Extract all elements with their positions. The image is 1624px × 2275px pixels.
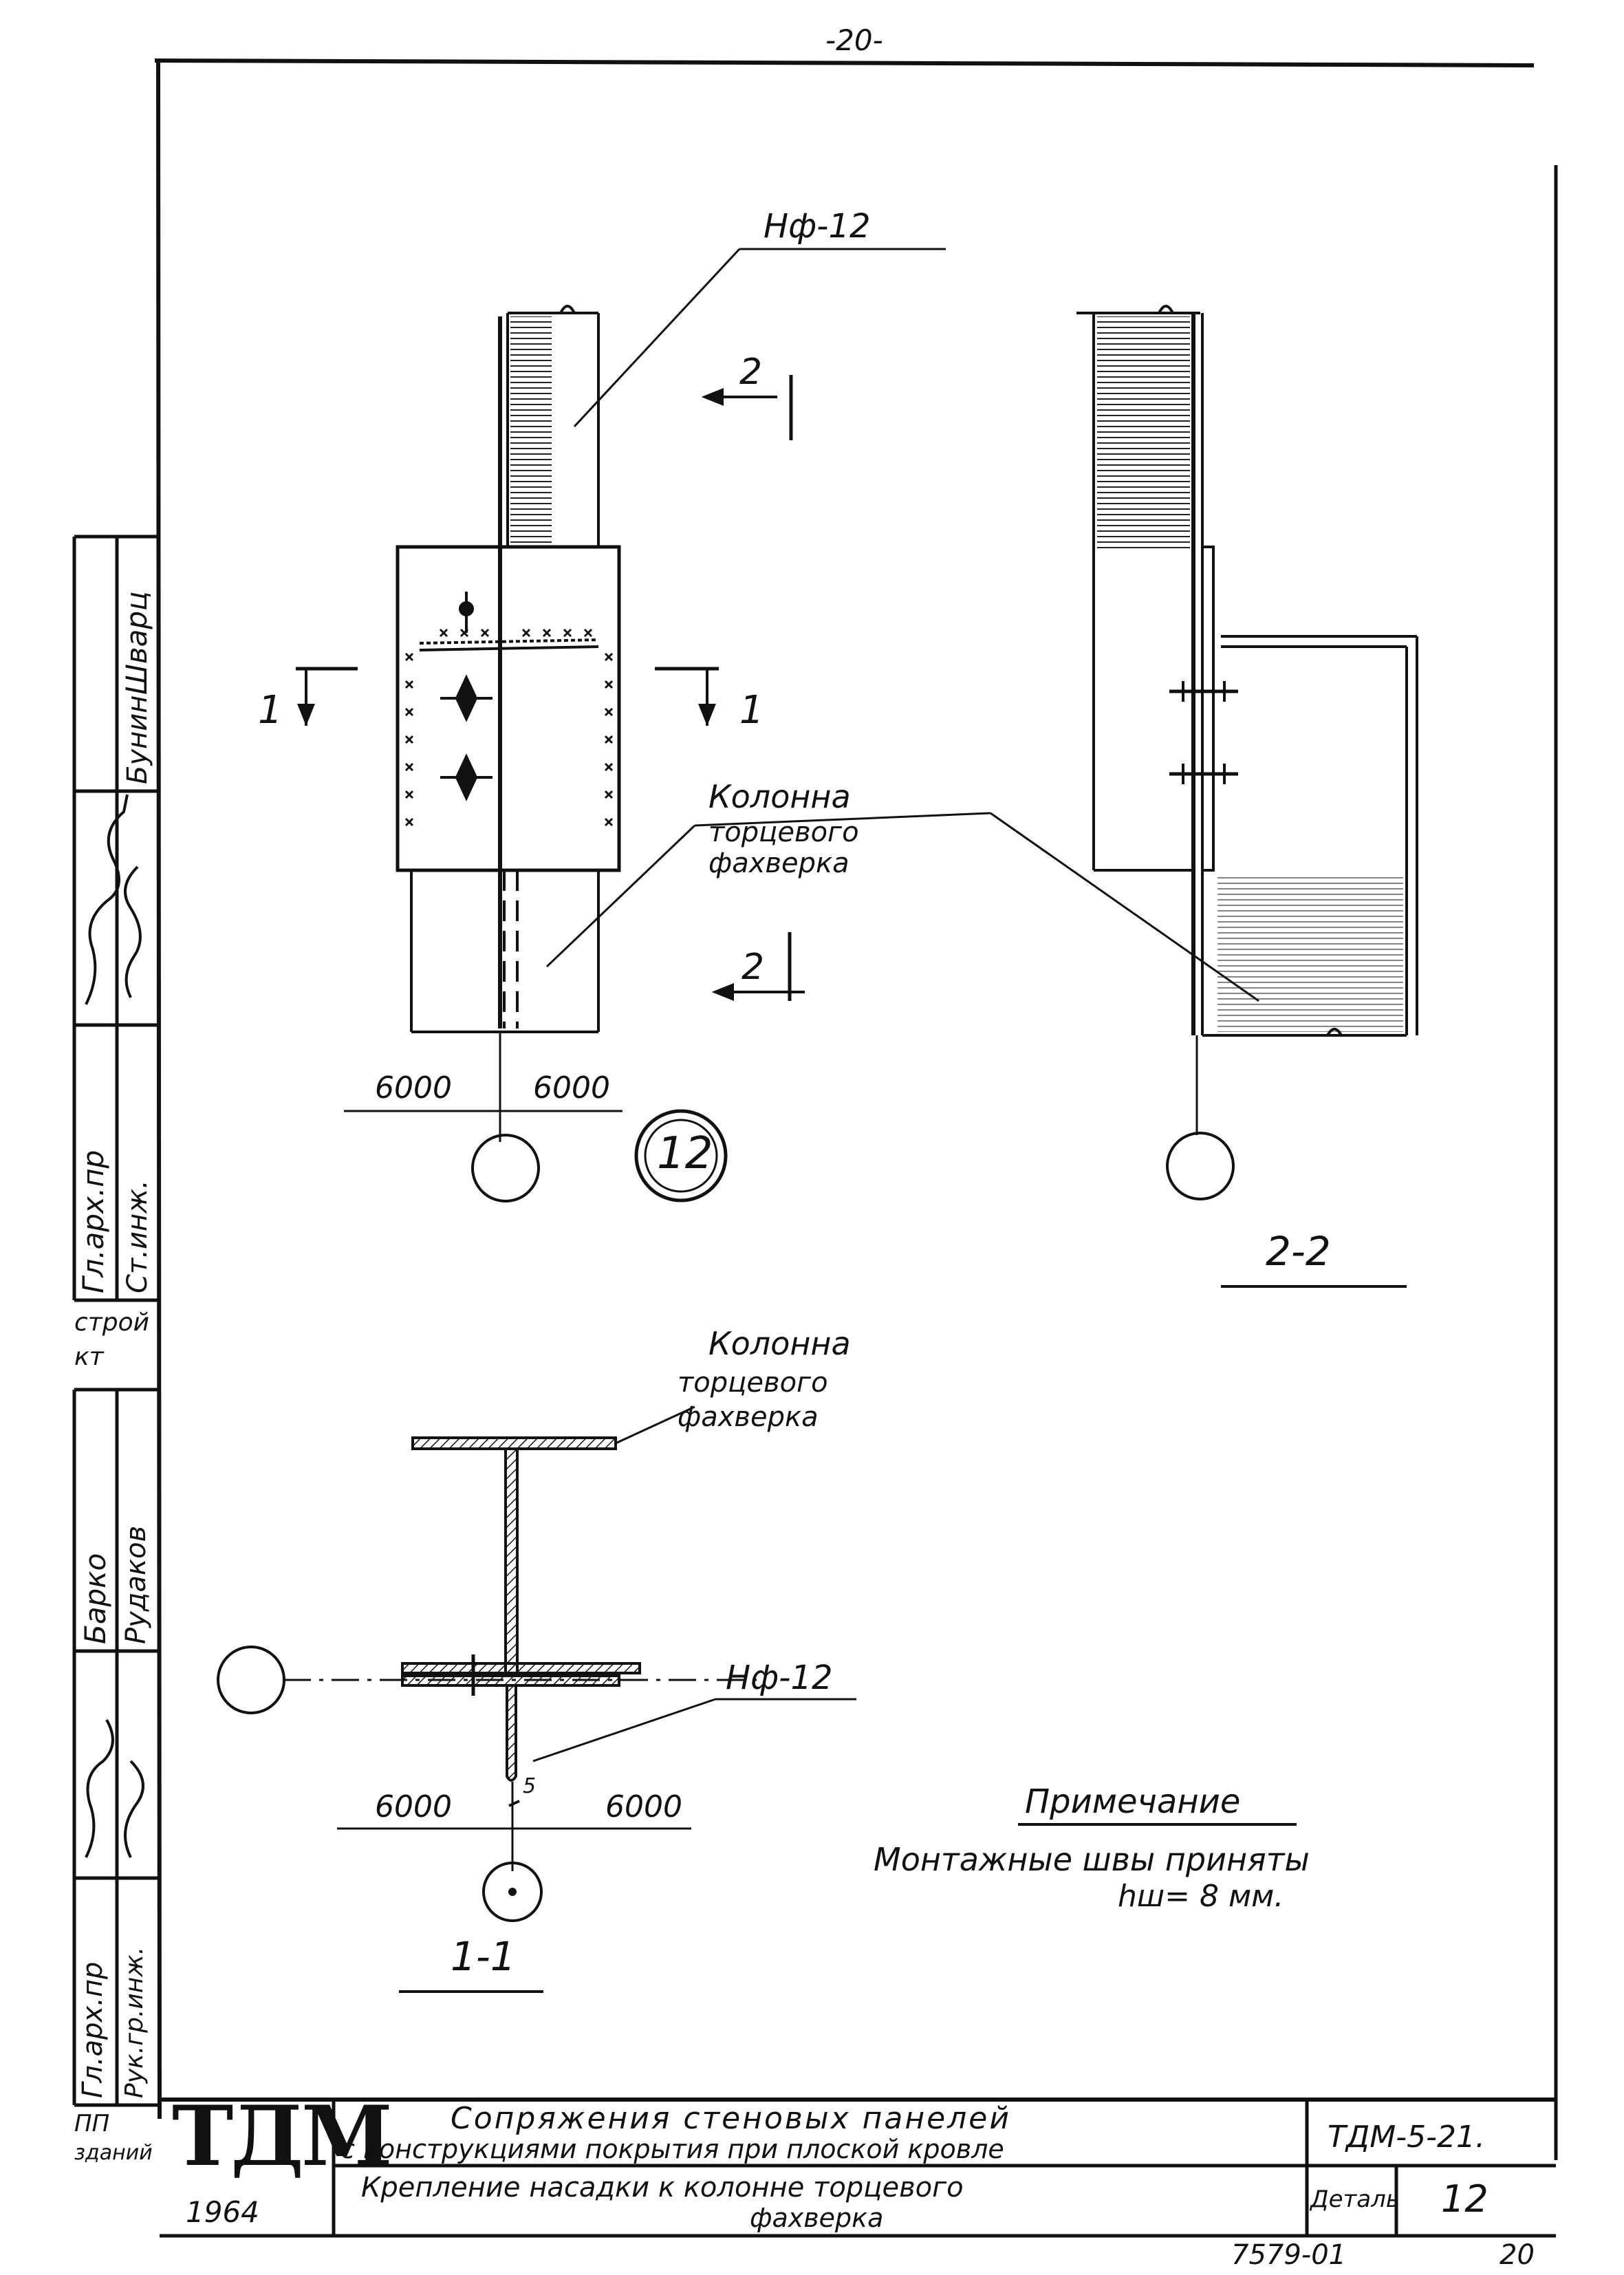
detail-marker: 12 <box>657 1128 713 1179</box>
stamp-bottom-2: зданий <box>74 2141 153 2165</box>
column-label-line-3: фахверка <box>708 848 849 879</box>
label-section-2-top: 2 <box>739 352 763 393</box>
stamp-bottom-1: ПП <box>74 2110 110 2137</box>
label-section-1-1: 1-1 <box>451 1933 516 1980</box>
sheet-number: 20 <box>1500 2239 1535 2271</box>
stamp-name-2: Бунин <box>122 695 153 784</box>
title-line-1: Сопряжения стеновых панелей <box>451 2101 1011 2136</box>
title-year: 1964 <box>186 2195 259 2229</box>
stamp-org-1: строй <box>74 1308 150 1337</box>
stamp-role-2: Ст.инж. <box>122 1180 153 1293</box>
dim-left-bottom: 6000 <box>375 1789 452 1824</box>
subtitle-line-1: Крепление насадки к колонне торцевого <box>361 2172 964 2203</box>
section-1-1-view <box>217 1405 1297 1993</box>
detail-label: Деталь <box>1310 2186 1400 2213</box>
stamp-name-1: Шварц <box>120 591 153 695</box>
plan-column-label-3: фахверка <box>678 1401 819 1433</box>
sheet-frame <box>154 58 1558 2160</box>
approval-strip <box>72 535 160 2107</box>
drawing-code: ТДМ-5-21. <box>1328 2120 1485 2155</box>
note-line-2: hш= 8 мм. <box>1118 1879 1284 1914</box>
dim-left-top: 6000 <box>375 1070 452 1106</box>
note-line-1: Монтажные швы приняты <box>874 1841 1310 1878</box>
stamp-role-1: Гл.арх.пр <box>76 1150 110 1293</box>
tdm-logo: ТДМ <box>172 2088 393 2185</box>
stamp-name-3: Барко <box>78 1553 112 1644</box>
title-line-2: с конструкциями покрытия при плоской кро… <box>340 2134 1004 2164</box>
plan-column-label-2: торцевого <box>678 1367 828 1399</box>
stamp-role-4: Рук.гр.инж. <box>120 1946 149 2098</box>
column-label-line-1: Колонна <box>708 778 851 815</box>
column-label-line-2: торцевого <box>708 817 859 848</box>
stamp-name-4: Рудаков <box>120 1525 152 1644</box>
detail-number: 12 <box>1441 2177 1488 2221</box>
label-section-1-left: 1 <box>258 688 283 733</box>
label-section-2-bottom: 2 <box>741 947 765 988</box>
label-nf12-top: Нф-12 <box>764 207 871 246</box>
label-section-2-2: 2-2 <box>1266 1228 1331 1275</box>
label-section-1-right: 1 <box>739 688 764 733</box>
dim-right-top: 6000 <box>533 1070 610 1106</box>
note-title: Примечание <box>1025 1782 1241 1821</box>
dim-right-bottom: 6000 <box>605 1789 682 1824</box>
elevation-view <box>296 248 1259 1203</box>
page-number: -20- <box>825 23 883 57</box>
section-2-2-view <box>1076 305 1418 1288</box>
stamp-role-3: Гл.арх.пр <box>77 1961 109 2098</box>
title-block-grid <box>160 2100 1556 2238</box>
label-nf12-bottom: Нф-12 <box>726 1659 833 1697</box>
stamp-org-2: кт <box>74 1343 104 1371</box>
dim-gap: 5 <box>523 1774 537 1798</box>
plan-column-label-1: Колонна <box>708 1325 851 1362</box>
sheet-code: 7579-01 <box>1231 2239 1347 2271</box>
signature-1 <box>85 794 142 1005</box>
signature-2 <box>85 1719 144 1858</box>
subtitle-line-2: фахверка <box>750 2203 884 2233</box>
